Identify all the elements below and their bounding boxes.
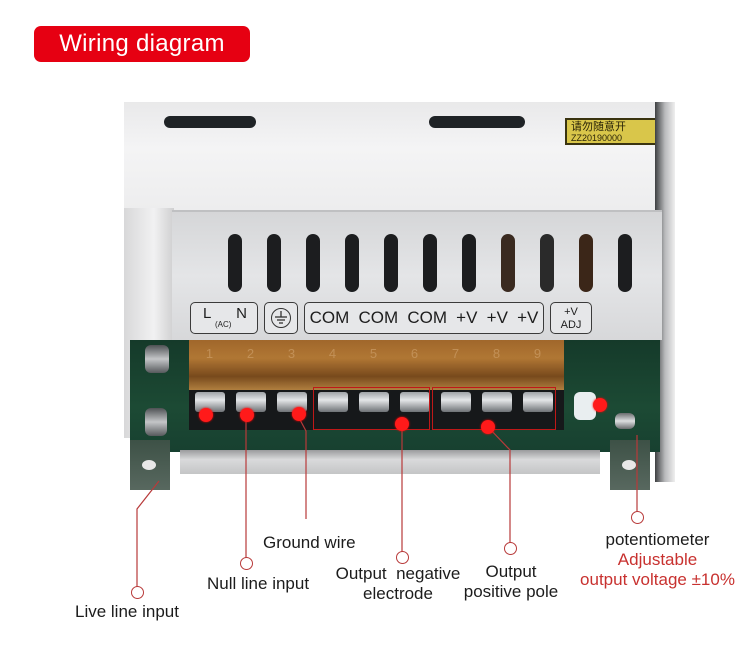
label-L: L (203, 305, 212, 322)
mount-screw (615, 413, 635, 429)
potentiometer[interactable] (574, 392, 596, 420)
terminal-number: 2 (246, 346, 255, 361)
ground-icon (271, 308, 291, 328)
warning-sticker: 请勿随意开 ZZ20190000 (565, 118, 663, 145)
top-vent-slot (429, 116, 525, 128)
positive-label-line2: positive pole (463, 582, 559, 601)
label-com-2: COM (358, 308, 399, 327)
terminal-screw (195, 392, 225, 412)
terminal-screw (441, 392, 471, 412)
terminal-screw (523, 392, 553, 412)
side-panel-right (655, 102, 675, 482)
adjust-label: +V ADJ (550, 302, 592, 334)
bottom-rail (180, 450, 600, 474)
wiring-diagram-title: Wiring diagram (34, 26, 250, 62)
vent-slot (267, 234, 281, 292)
terminal-number: 6 (410, 346, 419, 361)
terminal-number: 9 (533, 346, 542, 361)
vent-slot (579, 234, 593, 292)
positive-pole-label: Output positive pole (456, 562, 566, 602)
terminal-screw (482, 392, 512, 412)
ac-input-label: L N (AC) (190, 302, 258, 334)
mounting-hole (142, 460, 156, 470)
ground-terminal-marker (292, 407, 306, 421)
terminal-number: 1 (205, 346, 214, 361)
terminal-number: 5 (369, 346, 378, 361)
sticker-serial: ZZ20190000 (571, 133, 623, 143)
terminal-screw (318, 392, 348, 412)
terminal-cover: 1 2 3 4 5 6 7 8 9 (189, 340, 564, 392)
vent-slot (462, 234, 476, 292)
null-callout-ring (240, 557, 253, 570)
label-v-2: +V (486, 308, 508, 327)
mount-screw (145, 345, 169, 373)
ground-wire-label: Ground wire (263, 533, 356, 552)
vent-slot (384, 234, 398, 292)
terminal-screw (359, 392, 389, 412)
terminal-number: 3 (287, 346, 296, 361)
ground-label (264, 302, 298, 334)
live-terminal-marker (199, 408, 213, 422)
vent-slot (345, 234, 359, 292)
potentiometer-label: potentiometer Adjustable output voltage … (565, 530, 750, 590)
terminal-number: 8 (492, 346, 501, 361)
sticker-text: 请勿随意开 (571, 121, 626, 133)
top-vent-slot (164, 116, 256, 128)
vent-slot (618, 234, 632, 292)
negative-callout-ring (396, 551, 409, 564)
label-com-3: COM (407, 308, 447, 327)
negative-group-box (313, 387, 430, 430)
potentiometer-marker (593, 398, 607, 412)
label-N: N (236, 305, 247, 322)
null-terminal-marker (240, 408, 254, 422)
mount-screw (145, 408, 167, 436)
vent-slot (228, 234, 242, 292)
vent-slot (501, 234, 515, 292)
live-line-label: Live line input (75, 602, 179, 621)
label-AC: (AC) (215, 320, 232, 329)
mounting-hole (622, 460, 636, 470)
live-callout-ring (131, 586, 144, 599)
label-v-3: +V (517, 308, 539, 327)
label-adj: ADJ (560, 319, 582, 331)
potentiometer-label-line1: potentiometer (605, 530, 710, 549)
front-panel: L N (AC) COM COM COM +V +V +V +V ADJ (172, 210, 662, 340)
label-adj-v: +V (564, 306, 578, 318)
vent-slot (423, 234, 437, 292)
label-v-1: +V (456, 308, 478, 327)
negative-electrode-label: Output negative electrode (328, 564, 468, 604)
null-line-label: Null line input (207, 574, 310, 593)
terminal-screw (236, 392, 266, 412)
label-com-1: COM (309, 308, 350, 327)
terminal-number: 4 (328, 346, 337, 361)
negative-label-line2: electrode (363, 584, 433, 603)
mounting-foot-left (130, 440, 170, 490)
output-label: COM COM COM +V +V +V (304, 302, 544, 334)
terminal-screw (400, 392, 430, 412)
vent-slot (306, 234, 320, 292)
positive-terminal-marker (481, 420, 495, 434)
vent-slot (540, 234, 554, 292)
voltage-range-label: output voltage ±10% (580, 570, 735, 589)
terminal-number: 7 (451, 346, 460, 361)
negative-terminal-marker (395, 417, 409, 431)
positive-label-line1: Output (485, 562, 537, 581)
adjustable-label: Adjustable (617, 550, 698, 569)
positive-callout-ring (504, 542, 517, 555)
potentiometer-callout-ring (631, 511, 644, 524)
mounting-foot-right (610, 440, 650, 490)
negative-label-line1: Output negative (335, 564, 461, 583)
